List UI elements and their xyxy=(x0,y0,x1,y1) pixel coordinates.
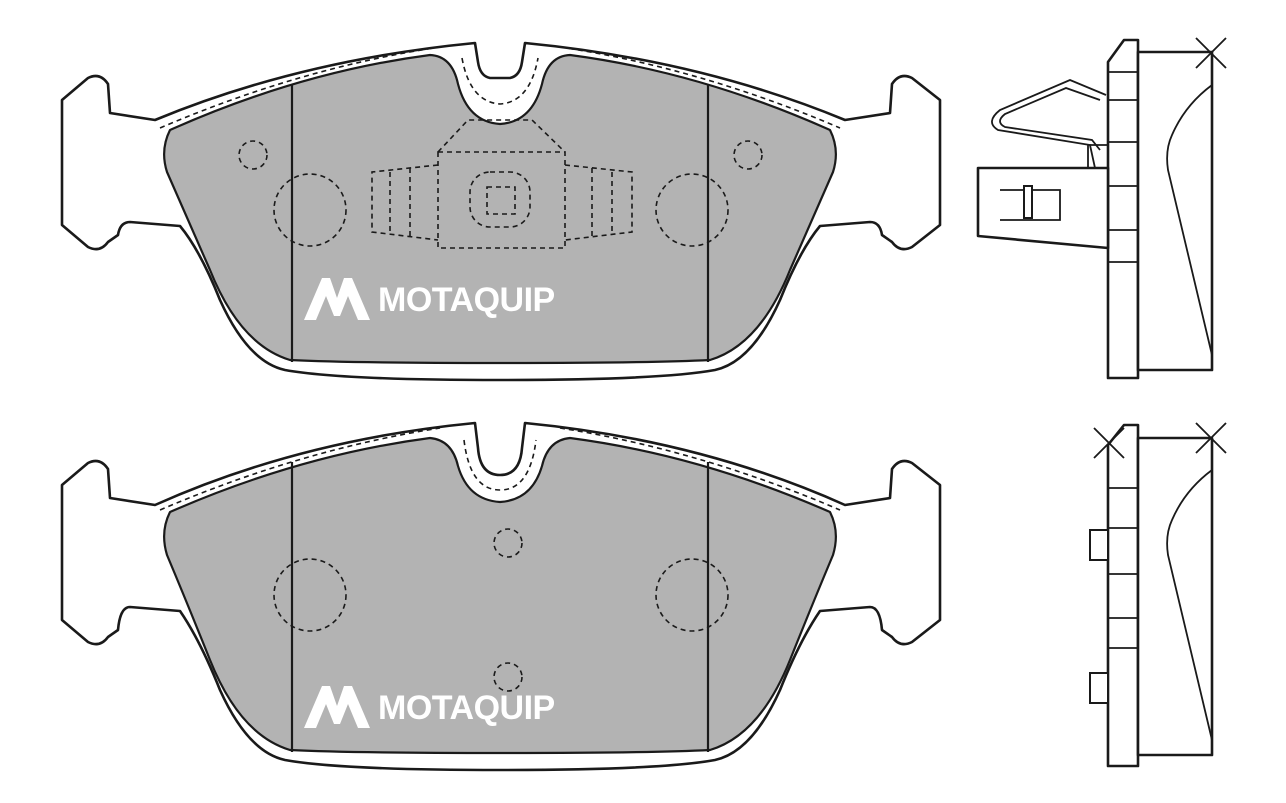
motaquip-logo-top: MOTAQUIP xyxy=(304,278,555,320)
hidden-hole-small-right-top xyxy=(733,140,763,170)
cross-marker-top-right xyxy=(1195,37,1227,69)
pad-front-view-top: MOTAQUIP xyxy=(60,41,942,382)
hidden-hole-small-left-top xyxy=(238,140,268,170)
side-friction-top xyxy=(1136,50,1214,372)
hidden-notch-top xyxy=(461,57,539,105)
friction-material-bottom xyxy=(163,436,837,755)
side-tab-upper xyxy=(1089,529,1109,561)
brand-name-bottom: MOTAQUIP xyxy=(378,689,555,727)
side-friction-bottom xyxy=(1136,436,1214,757)
hidden-hole-large-left-bottom xyxy=(273,558,347,632)
spring-clip-top xyxy=(991,79,1107,169)
pad-side-view-bottom xyxy=(1089,422,1227,768)
side-tab-lower xyxy=(1089,672,1109,704)
hidden-spring-clip-top xyxy=(371,119,633,249)
wear-sensor-body-top xyxy=(976,166,1110,250)
hidden-hole-large-right-bottom xyxy=(655,558,729,632)
hidden-hole-small-lower-bottom xyxy=(493,662,523,692)
cross-marker-bottom-left xyxy=(1093,427,1125,459)
motaquip-mark-icon xyxy=(304,278,370,320)
hidden-hole-large-right-top xyxy=(655,173,729,247)
pad-front-view-bottom: MOTAQUIP xyxy=(60,421,942,772)
motaquip-mark-icon xyxy=(304,686,370,728)
motaquip-logo-bottom: MOTAQUIP xyxy=(304,686,555,728)
side-backing-bottom xyxy=(1106,423,1140,768)
pad-side-view-top xyxy=(976,37,1227,380)
hidden-edge-bottom xyxy=(159,427,841,511)
side-backing-top xyxy=(1106,38,1140,380)
hidden-notch-bottom xyxy=(463,439,537,491)
hidden-hole-small-upper-bottom xyxy=(493,528,523,558)
brand-name-top: MOTAQUIP xyxy=(378,281,555,319)
hidden-hole-large-left-top xyxy=(273,173,347,247)
cross-marker-bottom-right xyxy=(1195,422,1227,454)
hidden-edge-top xyxy=(159,46,841,129)
